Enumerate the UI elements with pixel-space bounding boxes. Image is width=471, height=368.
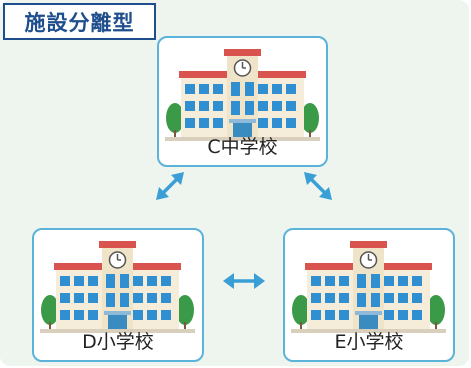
- school-card-c: C中学校: [157, 36, 328, 167]
- school-building-icon: [291, 241, 446, 333]
- diagram-title: 施設分離型: [24, 10, 135, 35]
- school-building-icon: [165, 49, 320, 141]
- school-label-e: E小学校: [334, 331, 404, 353]
- double-arrow-icon-c-e: [304, 172, 332, 200]
- double-arrow-icon-c-d: [156, 172, 184, 200]
- school-card-e: E小学校: [283, 228, 455, 362]
- school-building-icon: [40, 241, 195, 333]
- school-card-d: D小学校: [32, 228, 204, 362]
- school-label-d: D小学校: [82, 331, 154, 353]
- double-arrow-icon-d-e: [223, 273, 265, 289]
- title-badge: 施設分離型: [3, 3, 156, 40]
- school-label-c: C中学校: [207, 136, 278, 158]
